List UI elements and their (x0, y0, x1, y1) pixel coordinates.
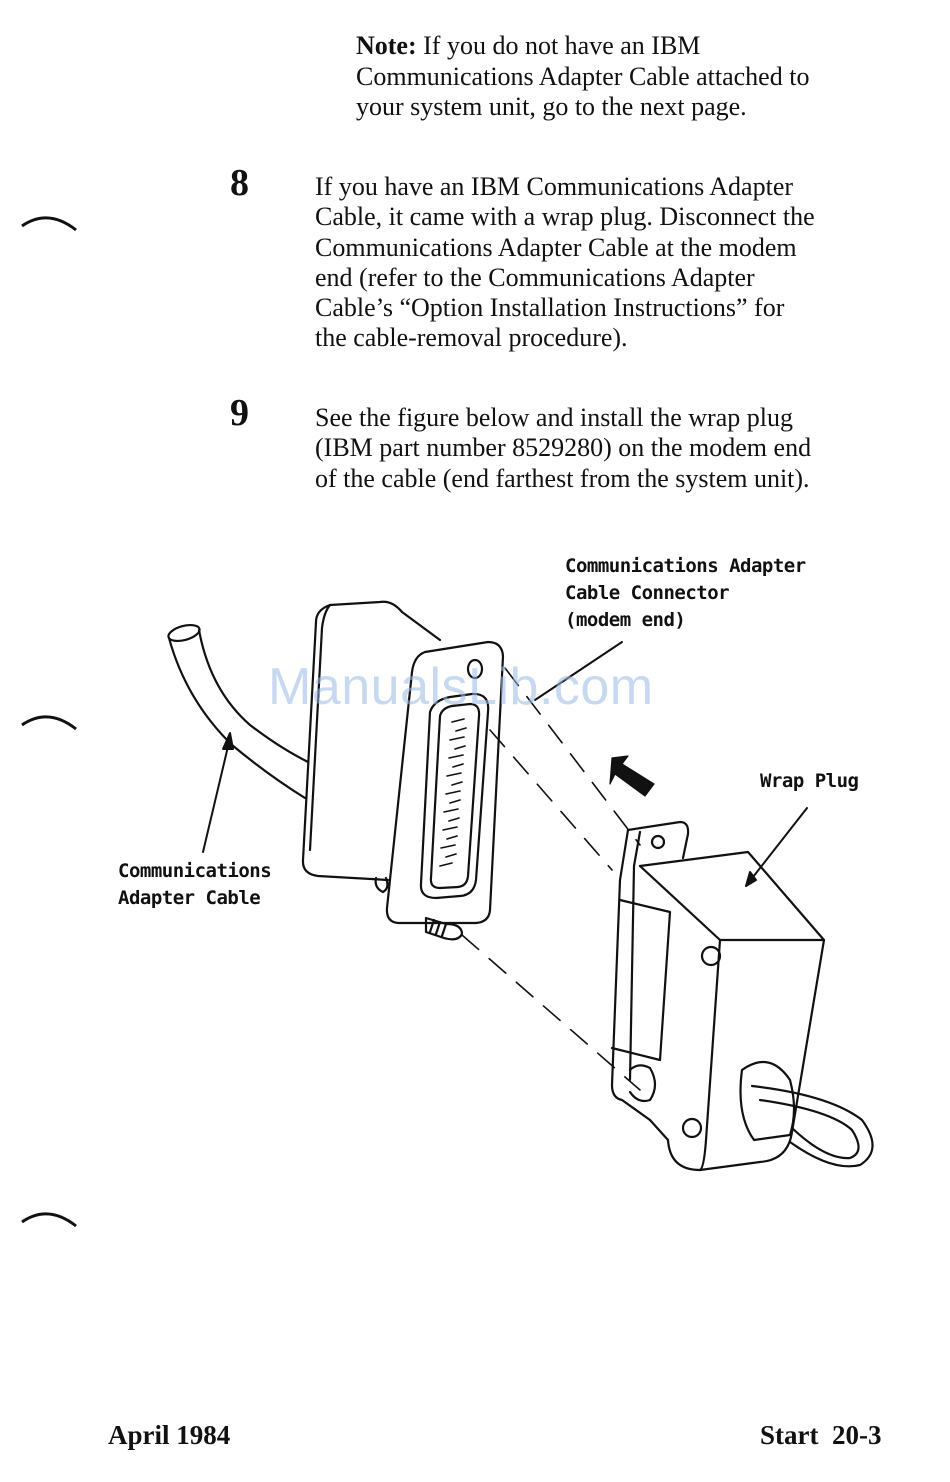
step-9-line: (IBM part number 8529280) on the modem e… (315, 433, 812, 463)
callout-wrap-plug: Wrap Plug (760, 768, 859, 795)
alignment-dashed-lines (461, 667, 641, 1091)
binder-hole-mark-bottom (21, 1212, 77, 1228)
wrap-plug-drawing (610, 820, 874, 1172)
step-8-line: the cable-removal procedure). (315, 323, 628, 353)
binder-hole-mark-middle (21, 715, 77, 731)
callout-connector-line: Communications Adapter (565, 555, 806, 577)
callout-connector: Communications Adapter Cable Connector (… (565, 553, 806, 634)
callout-leader-lines (202, 641, 808, 887)
footer-date: April 1984 (108, 1420, 231, 1450)
binder-hole-mark-top (21, 216, 77, 232)
step-8-line: Cable’s “Option Installation Instruction… (315, 293, 785, 323)
step-8-text: If you have an IBM Communications Adapte… (315, 172, 915, 354)
callout-connector-line: (modem end) (565, 609, 686, 631)
step-number-8: 8 (230, 162, 249, 204)
footer-page-number: Start 20-3 (760, 1420, 882, 1450)
note-line-1: Note: If you do not have an IBM (356, 31, 916, 62)
note-line-3: your system unit, go to the next page. (356, 92, 747, 121)
note-line-2: Communications Adapter Cable attached to (356, 61, 810, 91)
callout-cable-line: Communications (118, 860, 272, 882)
step-9-line: of the cable (end farthest from the syst… (315, 463, 810, 493)
callout-wrap-plug-line: Wrap Plug (760, 770, 859, 792)
step-9-text: See the figure below and install the wra… (315, 403, 915, 494)
step-number-9: 9 (230, 392, 249, 434)
watermark: ManualsLib.com (268, 658, 654, 716)
callout-connector-line: Cable Connector (565, 582, 730, 604)
cable-connector-plate (385, 640, 505, 941)
callout-cable-line: Adapter Cable (118, 887, 261, 909)
note-text-1: If you do not have an IBM (416, 31, 701, 60)
step-8-line: Cable, it came with a wrap plug. Disconn… (315, 202, 815, 232)
note-label: Note: (356, 31, 417, 60)
step-8-line: If you have an IBM Communications Adapte… (315, 172, 794, 201)
step-9-line: See the figure below and install the wra… (315, 403, 793, 432)
cable-connector-hood (301, 600, 442, 894)
callout-cable: Communications Adapter Cable (118, 858, 272, 912)
insertion-direction-arrow (609, 755, 655, 797)
step-8-line: end (refer to the Communications Adapter (315, 262, 755, 292)
step-8-line: Communications Adapter Cable at the mode… (315, 232, 797, 262)
note: Note: If you do not have an IBM Communic… (356, 31, 916, 123)
